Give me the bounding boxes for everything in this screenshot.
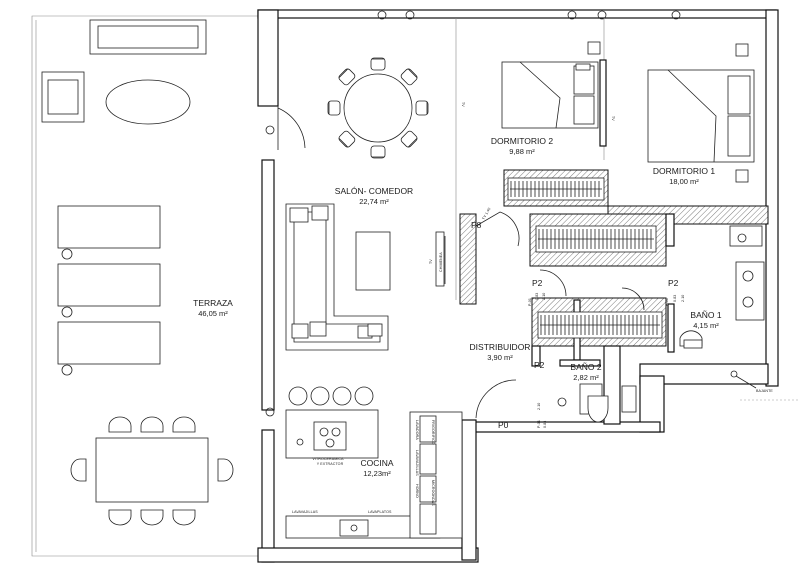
door-height-1: 2.10 (542, 293, 546, 300)
bed-dormitorio-2 (501, 61, 599, 129)
bed-dormitorio-1 (587, 41, 755, 183)
tv-detail-label: TV 1.40 (481, 207, 491, 221)
tv-label-salon: TV (429, 259, 433, 264)
door-width-1: 0.83 (535, 293, 539, 300)
room-area-cocina: 12,23m² (363, 469, 391, 478)
room-name-cocina: COCINA (360, 458, 393, 468)
tv-label-dorm1: TV (611, 116, 615, 121)
sun-loungers (57, 205, 161, 376)
chimenea-label: CHIMENEA (439, 252, 443, 272)
dining-chair (370, 57, 386, 71)
terrace-chair (172, 416, 196, 433)
door-labels: P8 P2 P2 P2 P0 P-01 0.83 2.10 P-01 0.83 … (471, 220, 685, 430)
room-name-bano-1: BAÑO 1 (690, 310, 721, 320)
terrace-outline (31, 15, 258, 557)
extractor-label: Y EXTRACTOR (317, 462, 344, 466)
terrace-armchair (41, 71, 85, 123)
terrace-dining-chairs (70, 416, 234, 526)
annotation-labels: TV CHIMENEA TV TV TV 1.40 BAJANTE VITROC… (292, 102, 773, 514)
room-labels: SALÓN- COMEDOR 22,74 m² TERRAZA 46,05 m²… (193, 136, 722, 478)
bathroom-1-fixtures (679, 225, 765, 349)
kitchen-counter-right (409, 411, 463, 539)
lavavajillas-label: LAVAVAJILLAS (292, 510, 318, 514)
room-area-distribuidor: 3,90 m² (487, 353, 513, 362)
bathroom-2-fixtures (557, 383, 637, 423)
dining-chair (400, 130, 418, 148)
door-code-3: P-01 (537, 420, 541, 428)
dining-chair (400, 68, 418, 86)
door-height-3: 2.10 (537, 403, 541, 410)
tv-label-dorm2: TV (461, 102, 465, 107)
horno-label: HORNO (415, 484, 419, 498)
bajante-marker (730, 370, 800, 401)
microondas-label: MICROONDAS (431, 480, 435, 506)
room-area-bano-1: 4,15 m² (693, 321, 719, 330)
door-width-3: 0.83 (543, 421, 547, 428)
room-area-dormitorio-1: 18,00 m² (669, 177, 699, 186)
room-name-dormitorio-2: DORMITORIO 2 (491, 136, 553, 146)
room-area-salon: 22,74 m² (359, 197, 389, 206)
terrace-chair (217, 458, 234, 482)
terrace-chair (70, 458, 87, 482)
dining-chair (338, 130, 356, 148)
terrace-sofa (89, 19, 207, 55)
dining-chair (370, 145, 386, 159)
wardrobes (507, 177, 663, 339)
room-name-distribuidor: DISTRIBUIDOR (470, 342, 531, 352)
frigorifico-label: FRIGORIFICO (431, 420, 435, 445)
dining-chair (338, 68, 356, 86)
exterior-walls (257, 9, 779, 563)
door-swings (475, 211, 645, 419)
door-label-p0: P0 (498, 420, 509, 430)
door-label-p2-distribuidor: P2 (532, 278, 543, 288)
kitchen-stools (288, 386, 374, 406)
door-height-2: 2.10 (681, 295, 685, 302)
dining-table-round (343, 73, 413, 143)
terrace-chair (140, 509, 164, 526)
sofa-l-shape (285, 203, 389, 351)
door-label-p8: P8 (471, 220, 482, 230)
terrace-chair (108, 509, 132, 526)
vitro-label: VITROCERAMICA (312, 457, 344, 461)
bajante-label: BAJANTE (756, 389, 773, 393)
terrace-rug (105, 79, 191, 125)
kitchen-island (285, 409, 379, 459)
terrace-chair (108, 416, 132, 433)
dining-chairs (327, 57, 429, 159)
room-name-dormitorio-1: DORMITORIO 1 (653, 166, 715, 176)
room-name-salon: SALÓN- COMEDOR (335, 186, 413, 196)
room-area-bano-2: 2,82 m² (573, 373, 599, 382)
tv-chimenea-unit (435, 231, 446, 287)
door-width-2: 0.83 (673, 295, 677, 302)
dining-chair (415, 100, 429, 116)
lavaplatos-label: LAVAPLATOS (368, 510, 392, 514)
terrace-dining-table (95, 437, 209, 503)
door-code-2: P-01 (665, 298, 669, 306)
room-area-dormitorio-2: 9,88 m² (509, 147, 535, 156)
room-name-terraza: TERRAZA (193, 298, 233, 308)
lavavajillas2-label: LAVAVAJILLAS (415, 450, 419, 476)
lavadora-label: LAVADORA (415, 420, 419, 440)
coffee-table (355, 231, 391, 291)
door-label-p2-bano2: P2 (534, 360, 545, 370)
terrace-door-swing (265, 10, 681, 417)
door-code-1: P-01 (528, 298, 532, 306)
dining-chair (327, 100, 341, 116)
room-area-terraza: 46,05 m² (198, 309, 228, 318)
room-name-bano-2: BAÑO 2 (570, 362, 601, 372)
terrace-chair (140, 416, 164, 433)
terrace-chair (172, 509, 196, 526)
door-label-p2-bano1: P2 (668, 278, 679, 288)
